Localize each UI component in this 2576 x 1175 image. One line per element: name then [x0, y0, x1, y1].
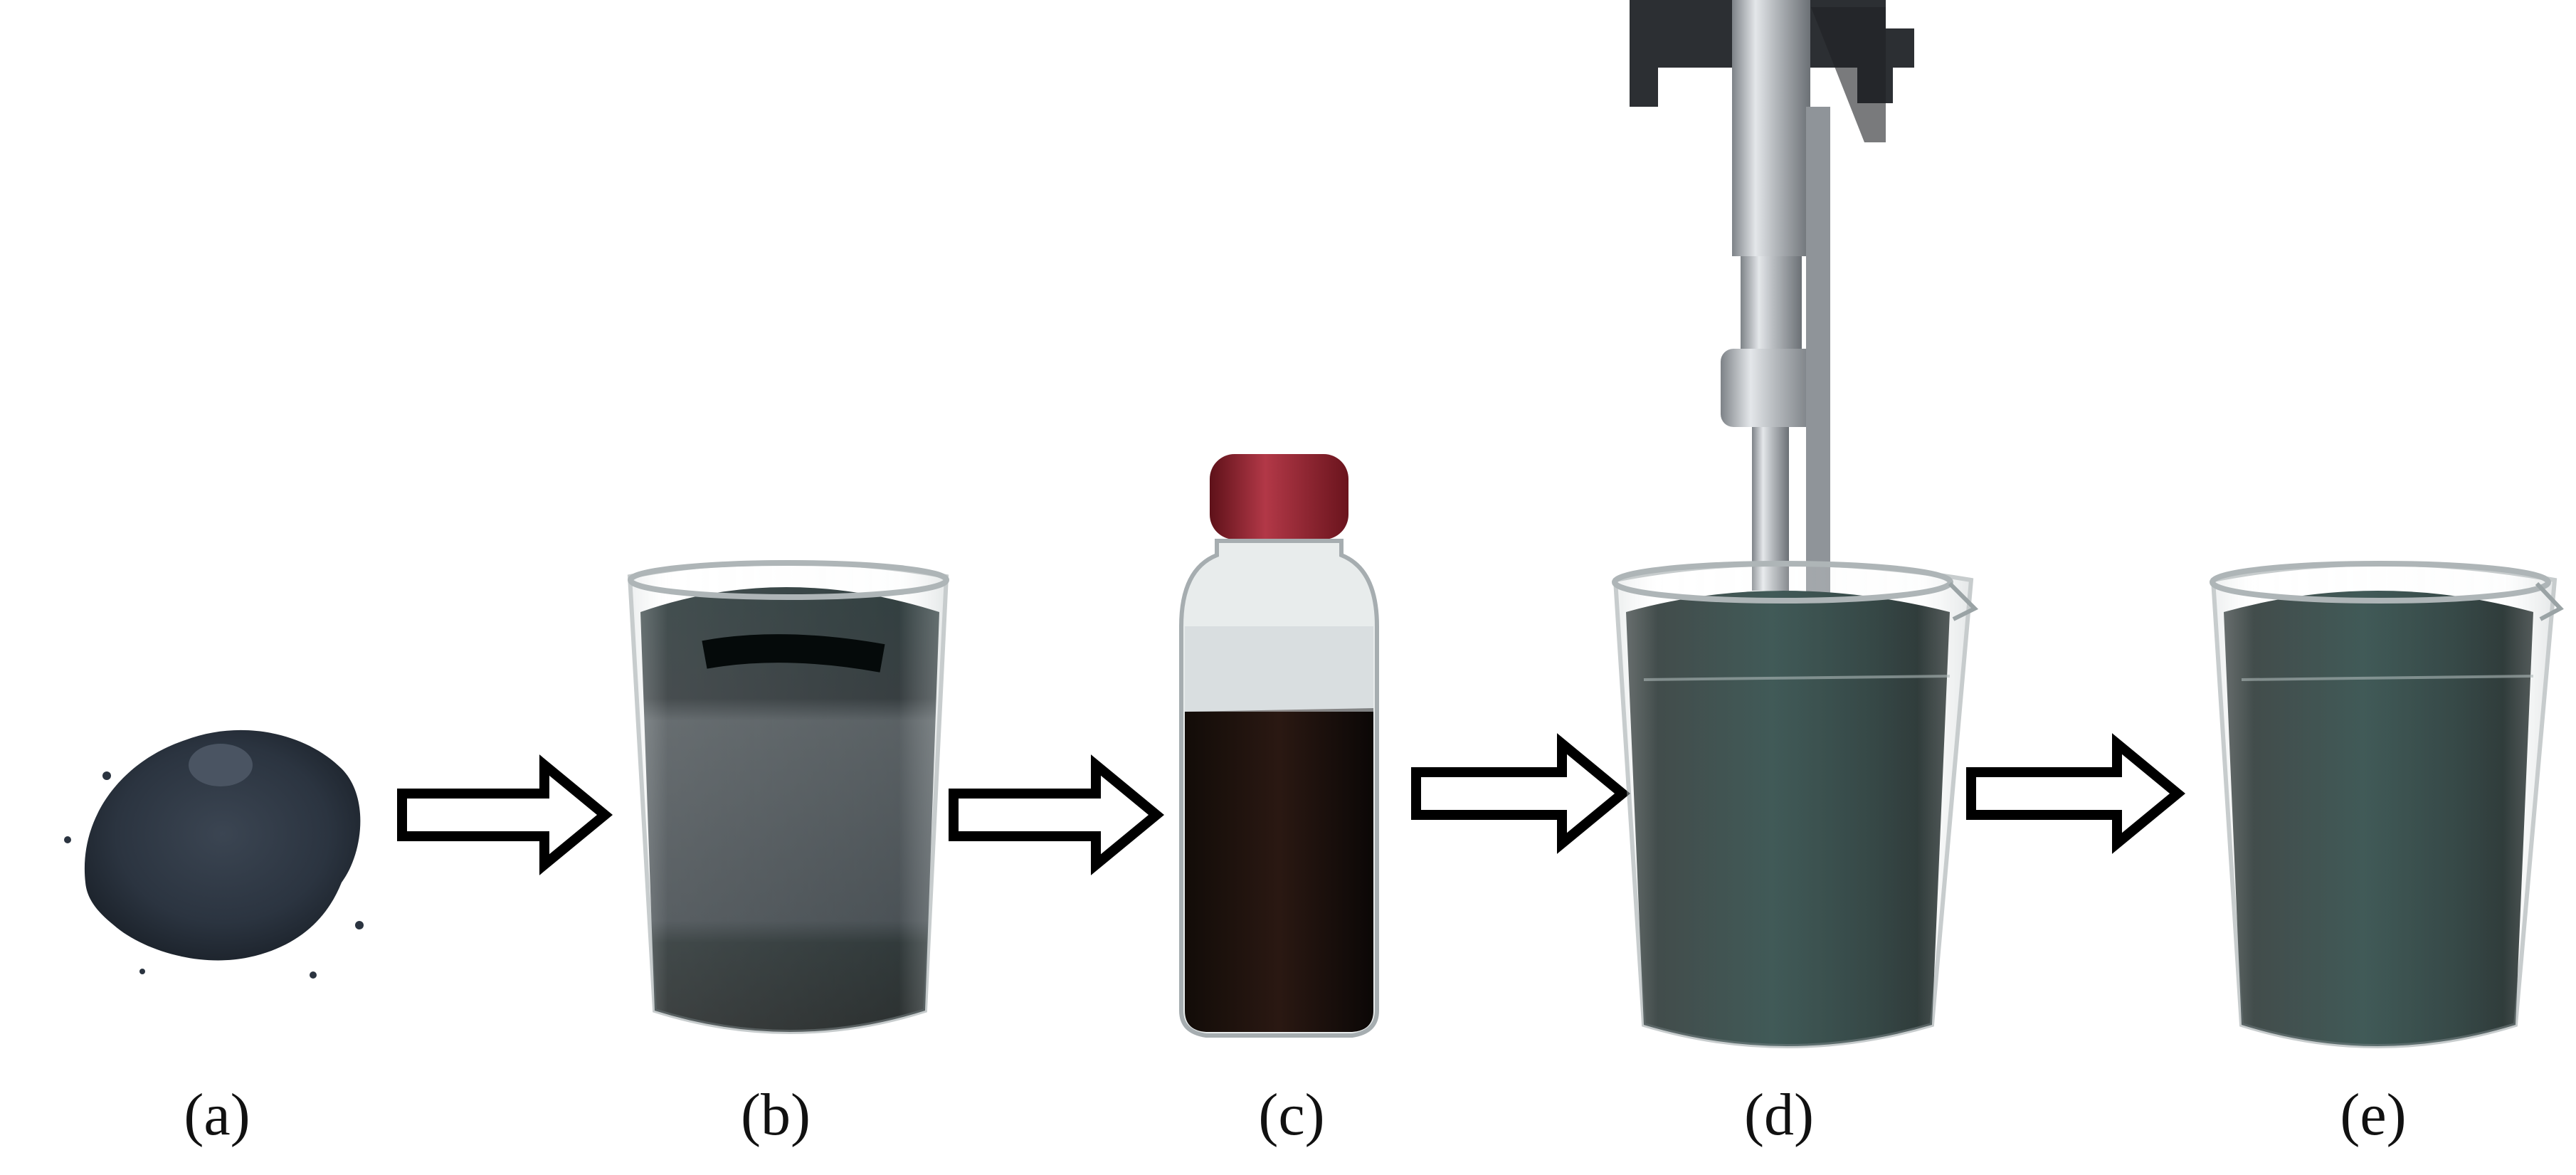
panel-label-e: (e) — [2340, 1082, 2407, 1148]
arrow-right-icon — [397, 754, 613, 875]
beaker-b-image — [627, 560, 949, 1034]
arrow-right-icon — [1966, 733, 2186, 854]
beaker-d-image — [1612, 0, 1979, 1048]
beaker-e-image — [2210, 561, 2564, 1048]
powder-pile-image — [64, 729, 364, 979]
arrow-right-icon — [949, 754, 1165, 875]
bottle-c-image — [1179, 454, 1379, 1038]
panel-label-b: (b) — [741, 1082, 811, 1148]
arrow-right-icon — [1411, 733, 1631, 854]
panel-label-d: (d) — [1744, 1082, 1814, 1148]
panel-label-c: (c) — [1258, 1082, 1325, 1148]
panel-label-a: (a) — [184, 1082, 250, 1148]
